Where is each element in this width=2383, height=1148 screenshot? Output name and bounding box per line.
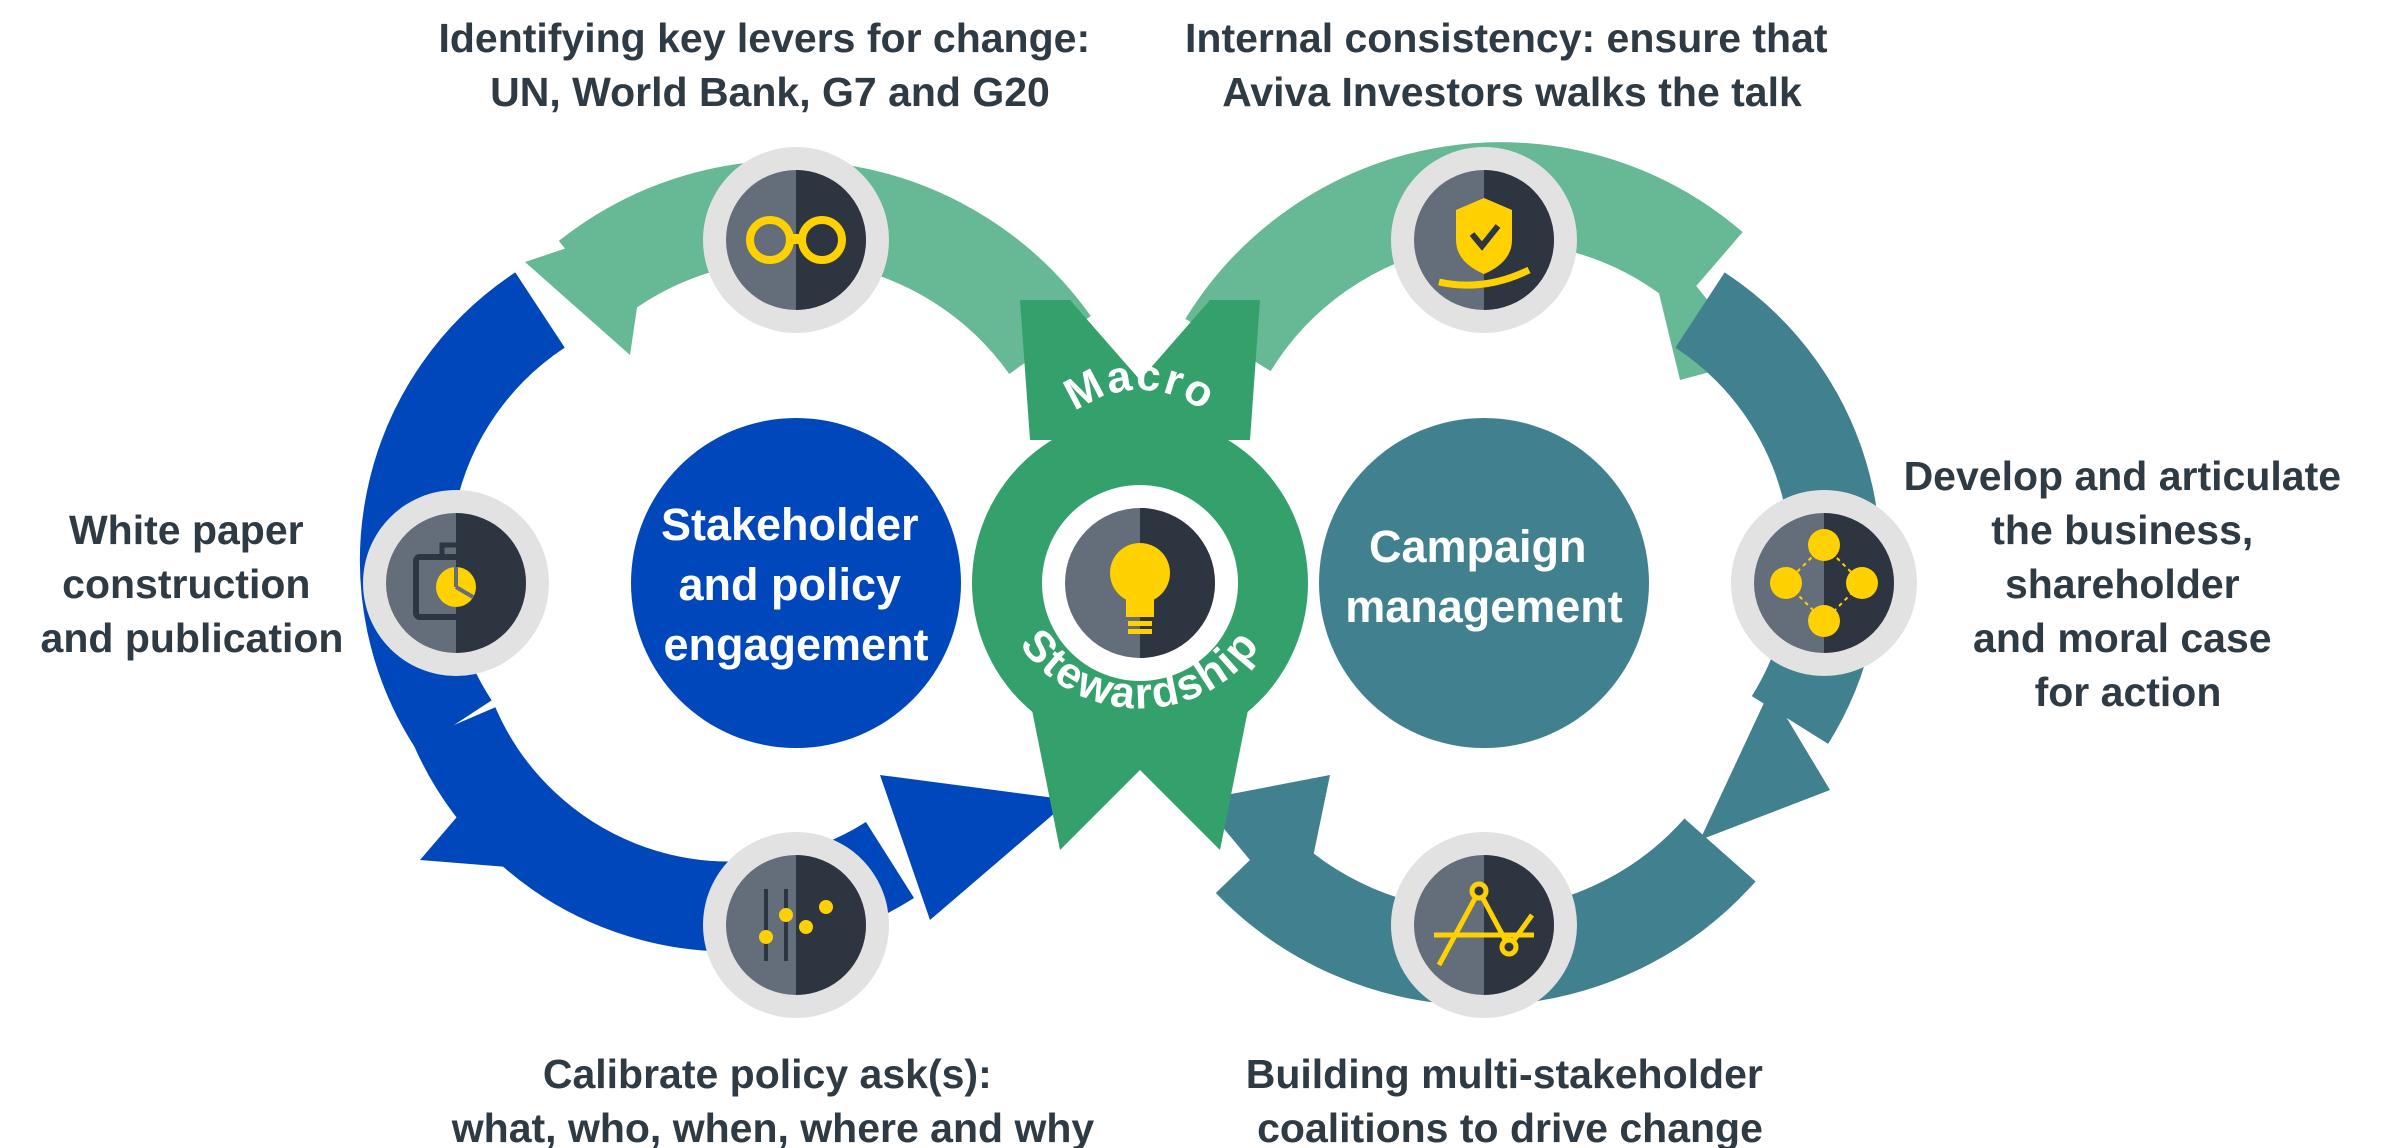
- left-loop-top-arrowhead: [525, 220, 650, 355]
- right-loop-bottom-arrowhead: [1200, 775, 1330, 920]
- step-top-left-line-2: UN, World Bank, G7 and G20: [490, 69, 1050, 115]
- step-bottom-right-badge: [1391, 832, 1577, 1018]
- step-top-left-badge: [703, 147, 889, 333]
- left-hub-line-1: Stakeholder: [661, 499, 919, 550]
- step-right-line-3: shareholder: [2005, 561, 2240, 607]
- step-bottom-left-label: Calibrate policy ask(s): what, who, when…: [451, 1051, 1095, 1148]
- step-bottom-left-badge: [703, 832, 889, 1018]
- step-left-line-3: and publication: [41, 615, 344, 661]
- lightbulb-icon: [1065, 508, 1215, 658]
- left-hub-circle: [631, 418, 961, 748]
- step-bottom-right-line-2: coalitions to drive change: [1257, 1105, 1763, 1148]
- step-right-line-4: and moral case: [1973, 615, 2272, 661]
- step-bottom-left-line-2: what, who, when, where and why: [451, 1105, 1095, 1148]
- step-top-right-line-2: Aviva Investors walks the talk: [1222, 69, 1802, 115]
- step-right-badge: [1731, 490, 1917, 676]
- binoculars-icon: [746, 216, 846, 264]
- step-left-badge: [363, 490, 549, 676]
- right-loop-lower-arrowhead: [1700, 690, 1830, 840]
- step-right-line-5: for action: [2035, 669, 2222, 715]
- step-left-label: White paper construction and publication: [41, 507, 344, 661]
- left-hub: Stakeholder and policy engagement: [631, 418, 961, 748]
- step-top-right-line-1: Internal consistency: ensure that: [1185, 15, 1828, 61]
- briefcase-chart-icon: [413, 542, 499, 620]
- step-left-line-1: White paper: [69, 507, 304, 553]
- step-top-right-badge: [1391, 147, 1577, 333]
- step-bottom-right-label: Building multi-stakeholder coalitions to…: [1246, 1051, 1775, 1148]
- step-right-line-2: the business,: [1991, 507, 2253, 553]
- right-hub: Campaign management: [1319, 418, 1649, 748]
- step-top-left-label: Identifying key levers for change: UN, W…: [438, 15, 1101, 115]
- left-loop-lower-arrowhead: [420, 790, 545, 870]
- step-bottom-left-line-1: Calibrate policy ask(s):: [543, 1051, 992, 1097]
- right-hub-label: Campaign management: [1345, 521, 1623, 632]
- step-bottom-right-line-1: Building multi-stakeholder: [1246, 1051, 1763, 1097]
- right-hub-line-2: management: [1345, 581, 1623, 632]
- left-loop-bottom-arrowhead: [880, 775, 1070, 920]
- step-left-line-2: construction: [62, 561, 310, 607]
- center-ribbon: Macro Stewardship: [972, 300, 1308, 850]
- right-hub-circle: [1319, 418, 1649, 748]
- ribbon-tail-top: [1020, 300, 1260, 440]
- left-hub-label: Stakeholder and policy engagement: [661, 499, 931, 670]
- step-top-right-label: Internal consistency: ensure that Aviva …: [1185, 15, 1839, 115]
- shield-check-hand-icon: [1438, 198, 1531, 289]
- step-top-left-line-1: Identifying key levers for change:: [438, 15, 1090, 61]
- left-hub-line-2: and policy: [678, 559, 901, 610]
- trend-chart-icon: [1434, 881, 1535, 967]
- step-right-line-1: Develop and articulate: [1904, 453, 2341, 499]
- people-network-icon: [1770, 529, 1878, 637]
- right-hub-line-1: Campaign: [1369, 521, 1587, 572]
- left-hub-line-3: engagement: [663, 619, 928, 670]
- step-right-label: Develop and articulate the business, sha…: [1904, 453, 2353, 715]
- sliders-icon: [759, 889, 833, 961]
